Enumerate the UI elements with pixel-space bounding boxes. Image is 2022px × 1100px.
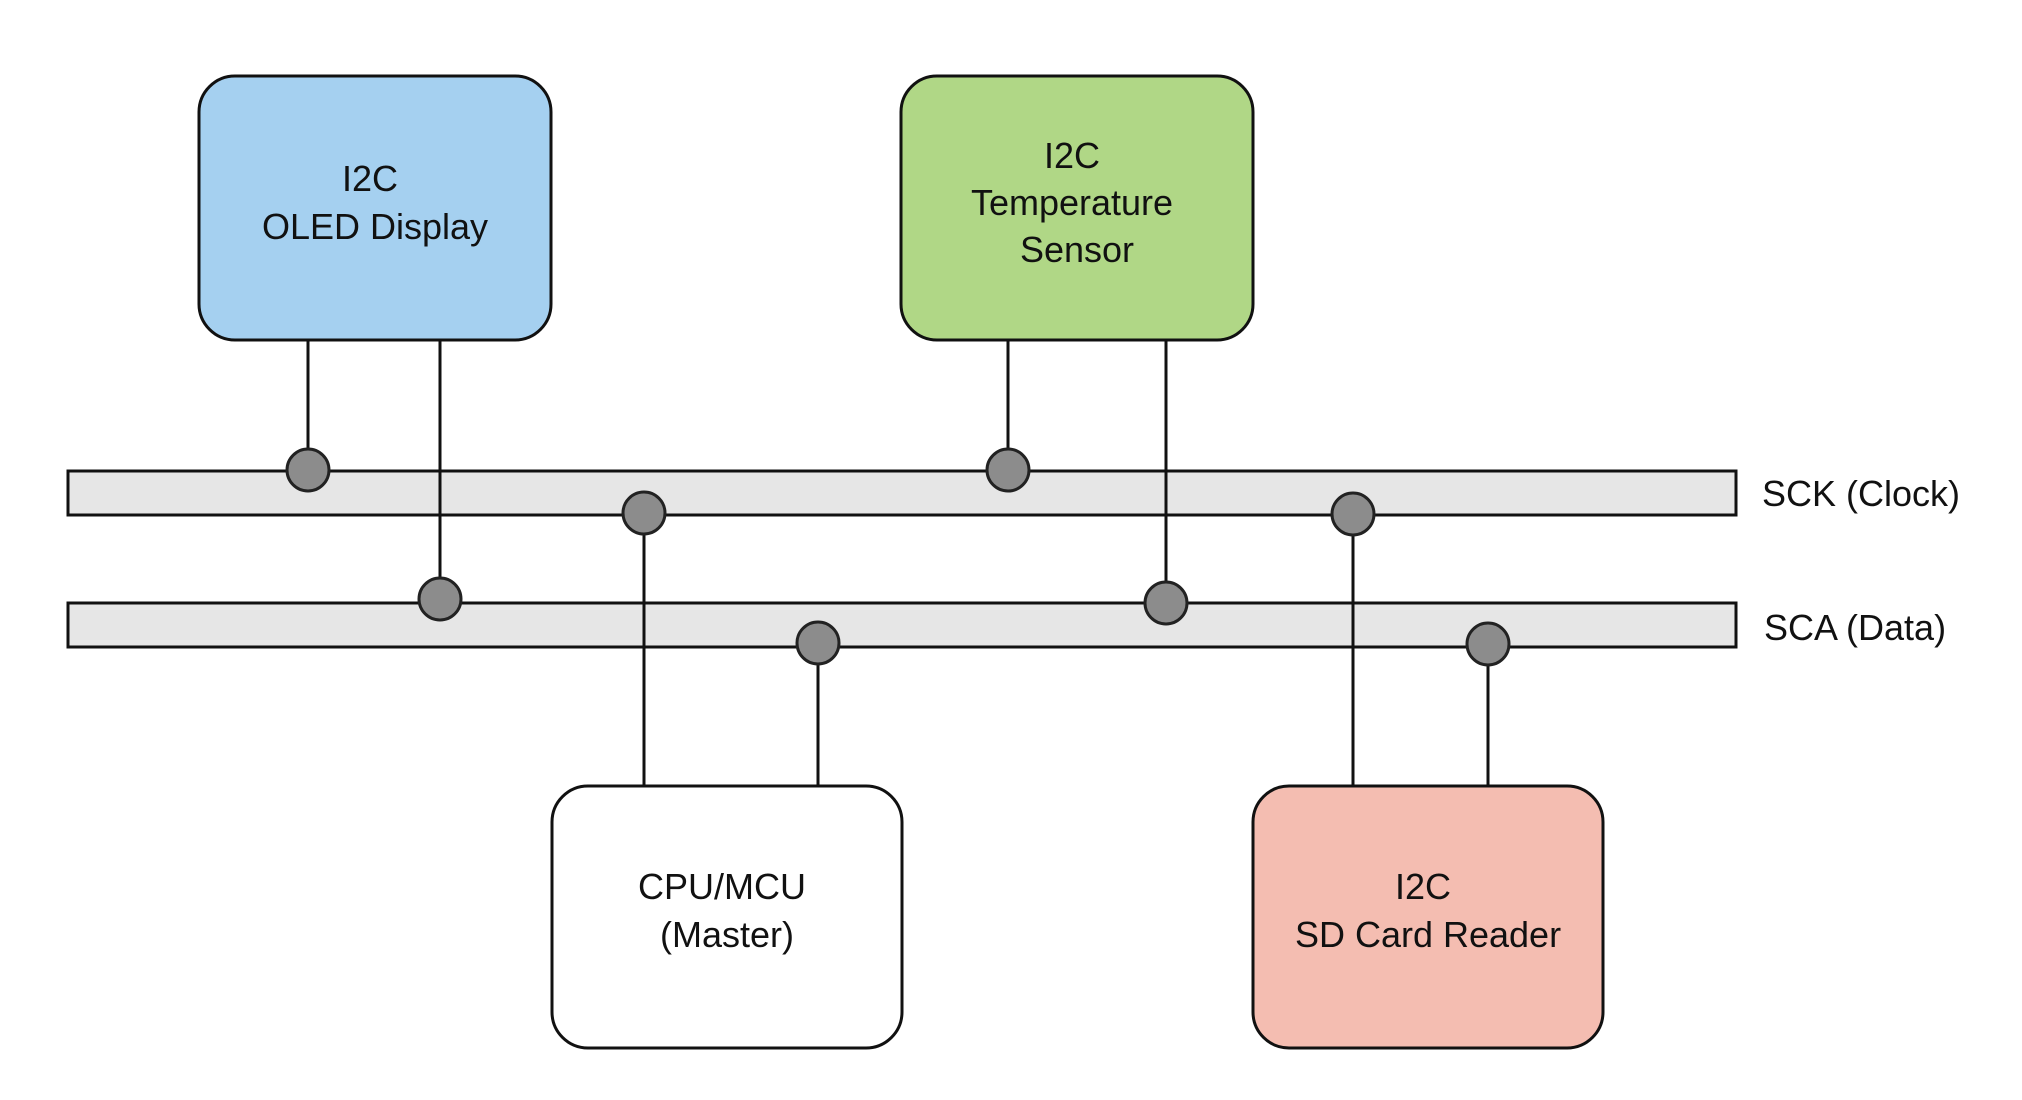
oled-display-label-line-2: OLED Display	[262, 206, 488, 247]
temperature-sensor-box	[899, 74, 1255, 342]
temperature-sensor-label-line-3: Sensor	[1020, 229, 1134, 270]
node-temp-data	[1143, 580, 1189, 626]
cpu-master-label: CPU/MCU (Master)	[638, 866, 816, 955]
sd-card-reader-block: I2C SD Card Reader	[1251, 784, 1605, 1050]
cpu-master-label-line-2: (Master)	[660, 914, 794, 955]
node-sd-clock	[1330, 491, 1376, 537]
temperature-sensor-label: I2C Temperature Sensor	[971, 135, 1183, 270]
clock-bus-label: SCK (Clock)	[1762, 473, 1960, 514]
data-bus-bar	[66, 601, 1738, 649]
oled-display-block: I2C OLED Display	[197, 74, 553, 342]
cpu-master-box	[550, 784, 904, 1050]
oled-display-box	[197, 74, 553, 342]
sd-card-reader-label: I2C SD Card Reader	[1295, 866, 1561, 955]
temperature-sensor-label-line-1: I2C	[1044, 135, 1100, 176]
connection-wires	[306, 340, 1490, 786]
wire-junctions	[285, 340, 1511, 786]
oled-display-label-line-1: I2C	[342, 158, 398, 199]
node-cpu-clock	[621, 490, 667, 536]
clock-bus-bar	[66, 469, 1738, 517]
node-cpu-data	[795, 620, 841, 666]
node-temp-clock	[985, 447, 1031, 493]
node-oled-clock	[285, 447, 331, 493]
oled-display-label: I2C OLED Display	[262, 158, 488, 247]
sd-card-reader-box	[1251, 784, 1605, 1050]
cpu-master-block: CPU/MCU (Master)	[550, 784, 904, 1050]
temperature-sensor-label-line-2: Temperature	[971, 182, 1173, 223]
clock-bus: SCK (Clock)	[66, 469, 1960, 517]
temperature-sensor-block: I2C Temperature Sensor	[899, 74, 1255, 342]
data-bus: SCA (Data)	[66, 601, 1946, 649]
node-oled-data	[417, 576, 463, 622]
sd-card-reader-label-line-2: SD Card Reader	[1295, 914, 1561, 955]
sd-card-reader-label-line-1: I2C	[1395, 866, 1451, 907]
node-sd-data	[1465, 621, 1511, 667]
cpu-master-label-line-1: CPU/MCU	[638, 866, 806, 907]
data-bus-label: SCA (Data)	[1764, 607, 1946, 648]
